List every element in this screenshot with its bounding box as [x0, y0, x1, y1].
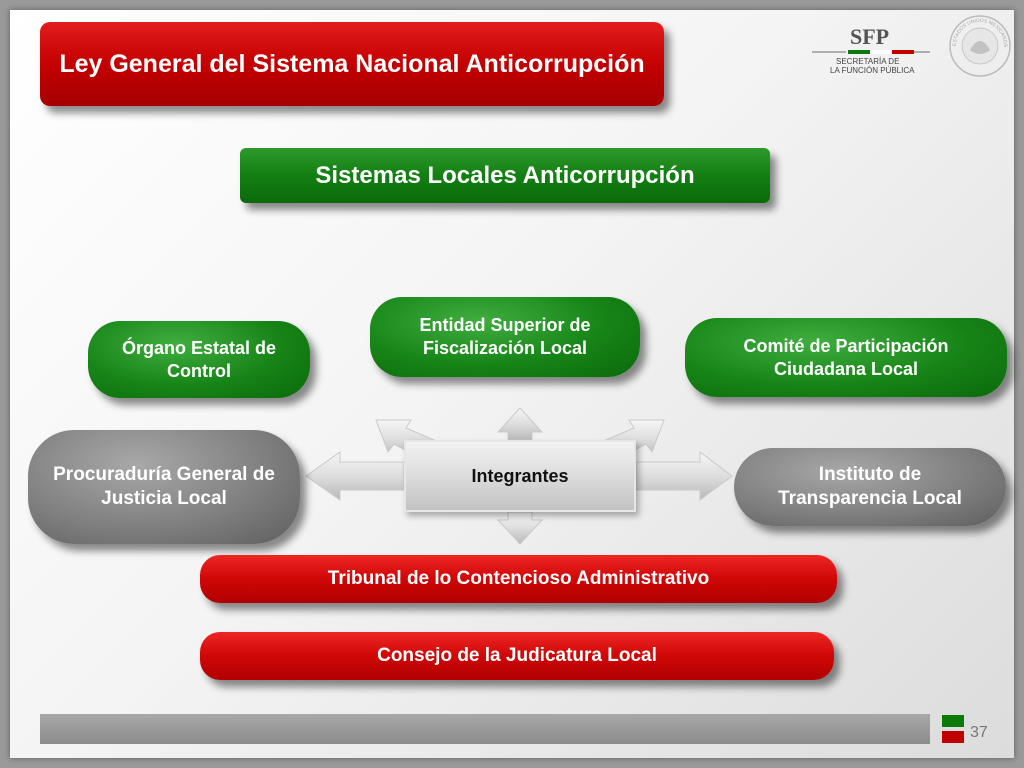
arrow-up-icon [496, 407, 544, 441]
node-procuraduria: Procuraduría General de Justicia Local [28, 430, 300, 544]
flag-red-icon [942, 731, 964, 743]
arrow-down-icon [496, 511, 544, 545]
flag-green-icon [942, 715, 964, 727]
sfp-acronym: SFP [850, 24, 889, 49]
node-instituto-transparencia: Instituto de Transparencia Local [734, 448, 1006, 526]
sfp-line2: LA FUNCIÓN PÚBLICA [830, 66, 915, 75]
integrantes-hub: Integrantes [404, 440, 636, 512]
node-entidad-superior: Entidad Superior de Fiscalización Local [370, 297, 640, 377]
sfp-logo: SFP SECRETARÍA DE LA FUNCIÓN PÚBLICA [810, 22, 940, 78]
arrow-right-icon [635, 451, 733, 501]
footer-bar [40, 714, 930, 744]
node-tribunal: Tribunal de lo Contencioso Administrativ… [200, 555, 837, 603]
page-number: 37 [970, 724, 988, 741]
node-comite-participacion: Comité de Participación Ciudadana Local [685, 318, 1007, 397]
node-organo-estatal: Órgano Estatal de Control [88, 321, 310, 398]
section-heading: Sistemas Locales Anticorrupción [240, 148, 770, 203]
arrow-left-icon [305, 451, 405, 501]
node-consejo-judicatura: Consejo de la Judicatura Local [200, 632, 834, 680]
mexico-seal-icon: ESTADOS UNIDOS MEXICANOS [948, 14, 1012, 78]
slide-title: Ley General del Sistema Nacional Anticor… [40, 22, 664, 106]
sfp-line1: SECRETARÍA DE [836, 57, 899, 66]
